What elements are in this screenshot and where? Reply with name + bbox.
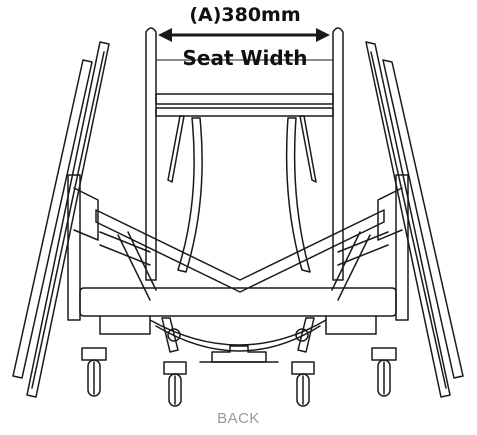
caster-right-inner bbox=[291, 361, 315, 407]
side-frames bbox=[67, 174, 409, 321]
backrest-frame bbox=[155, 59, 334, 117]
anti-tip-mounts bbox=[161, 317, 315, 353]
inner-tubes bbox=[167, 115, 317, 273]
seat-width-value: (A)380mm bbox=[189, 4, 301, 26]
view-label: BACK bbox=[217, 410, 260, 427]
caster-left-outer bbox=[81, 347, 107, 397]
center-bracket bbox=[199, 345, 279, 363]
seat-width-label: Seat Width bbox=[182, 46, 308, 70]
right-wheel bbox=[365, 41, 464, 398]
left-wheel bbox=[12, 41, 110, 398]
caster-right-outer bbox=[371, 347, 397, 397]
lower-frame bbox=[79, 287, 397, 352]
dimension-arrow bbox=[158, 28, 330, 42]
caster-left-inner bbox=[163, 361, 187, 407]
cross-bracing bbox=[95, 209, 389, 301]
